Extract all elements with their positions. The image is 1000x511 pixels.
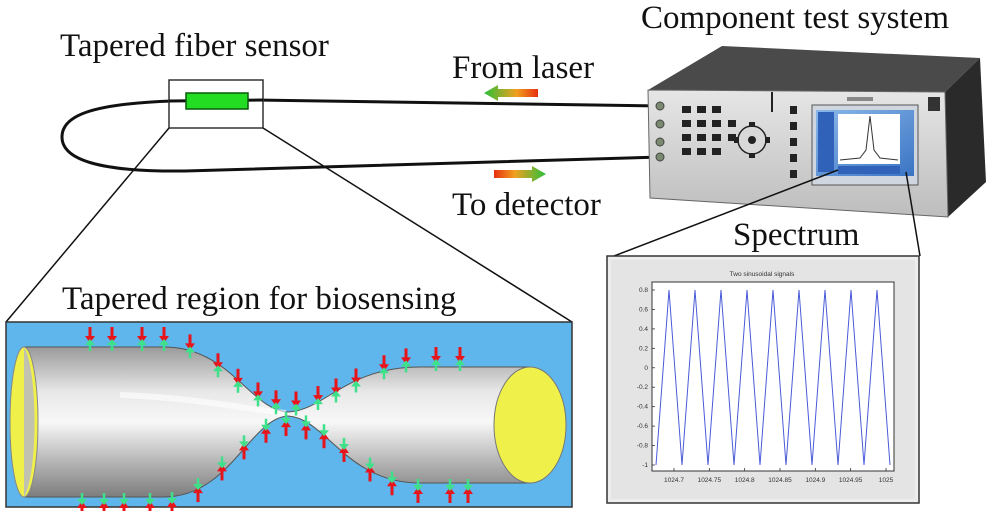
spectrum-panel: Two sinusoidal signals 0.8 0.6 0.4 0.2 0 -0.2…	[606, 255, 920, 504]
zoom-line-right	[262, 127, 573, 323]
biomolecule-arrow	[351, 368, 361, 393]
component-test-system-device	[647, 46, 986, 218]
x-tick-label: 1024.75	[698, 477, 722, 484]
y-tick-label: 0	[644, 365, 648, 372]
biomolecule-arrow	[445, 479, 455, 503]
biomolecule-arrow	[455, 347, 465, 371]
biomolecule-arrow	[271, 390, 281, 415]
biomolecule-arrow	[119, 493, 129, 511]
biomolecule-arrow	[167, 492, 177, 511]
spectrum-y-axis: 0.8 0.6 0.4 0.2 0 -0.2 -0.4 -0.6 -0.8 -1	[637, 287, 655, 469]
biomolecule-arrow	[463, 479, 473, 503]
biomolecule-arrow	[145, 493, 155, 511]
biomolecule-arrow	[107, 327, 117, 351]
biomolecule-arrow	[261, 418, 271, 443]
biomolecule-arrow	[217, 456, 227, 481]
biomolecule-arrow	[239, 435, 249, 460]
y-tick-label: 0.8	[639, 287, 648, 294]
x-tick-label: 1024.9	[805, 477, 825, 484]
spectrum-x-axis: 1024.7 1024.75 1024.8 1024.85 1024.9 1024.95 1…	[664, 468, 894, 484]
biomolecule-arrow	[319, 424, 329, 449]
biomolecule-arrow	[193, 478, 203, 503]
x-tick-label: 1024.85	[768, 477, 792, 484]
y-tick-label: -0.6	[637, 423, 649, 430]
biomolecule-arrow	[339, 437, 349, 462]
biomolecule-arrow	[331, 378, 341, 403]
tapered-region-panel	[5, 321, 573, 511]
from-laser-arrow	[484, 85, 538, 101]
biomolecule-arrow	[291, 391, 301, 416]
to-detector-arrow	[494, 166, 546, 182]
biomolecule-arrow	[365, 457, 375, 482]
biomolecule-arrow	[233, 368, 243, 393]
component-test-system-label: Component test system	[641, 0, 949, 36]
y-tick-label: -0.8	[637, 443, 649, 450]
y-tick-label: -1	[642, 462, 648, 469]
biomolecule-arrow	[301, 415, 311, 440]
biomolecule-arrows	[77, 327, 473, 511]
biomolecule-arrow	[387, 471, 397, 496]
y-tick-label: 0.6	[639, 306, 648, 313]
sensor-green-element	[185, 92, 249, 110]
tapered-region-label: Tapered region for biosensing	[62, 281, 457, 317]
biomolecule-arrow	[85, 327, 95, 351]
biomolecule-arrow	[77, 493, 87, 511]
biomolecule-arrow	[99, 493, 109, 511]
biomolecule-arrow	[431, 347, 441, 371]
spectrum-pointer-right	[905, 171, 921, 257]
y-tick-label: -0.2	[637, 384, 649, 391]
y-tick-label: 0.2	[639, 345, 648, 352]
biomolecule-arrow	[401, 348, 411, 373]
y-tick-label: 0.4	[639, 326, 648, 333]
to-detector-label: To detector	[452, 187, 601, 223]
spectrum-plot-title: Two sinusoidal signals	[730, 271, 795, 278]
spectrum-plot-area	[651, 281, 895, 472]
biomolecule-arrow	[313, 386, 323, 411]
tapered-fiber-sensor-label: Tapered fiber sensor	[60, 28, 329, 64]
spectrum-label: Spectrum	[733, 217, 860, 253]
biomolecule-arrow	[185, 334, 195, 359]
x-tick-label: 1024.95	[839, 477, 863, 484]
right-end-face	[493, 366, 567, 484]
spectrum-pointer-left	[613, 169, 839, 257]
biomolecule-arrow	[137, 327, 147, 351]
biomolecule-arrow	[159, 327, 169, 351]
biomolecule-arrow	[281, 412, 291, 437]
x-tick-label: 1024.7	[664, 477, 684, 484]
y-tick-label: -0.4	[637, 404, 649, 411]
tapered-fiber-body	[23, 346, 531, 498]
spectrum-trace	[655, 289, 891, 466]
from-laser-label: From laser	[452, 50, 594, 86]
x-tick-label: 1025	[879, 477, 894, 484]
zoom-line-left	[5, 127, 170, 323]
x-tick-label: 1024.8	[735, 477, 755, 484]
biomolecule-arrow	[413, 478, 423, 503]
biomolecule-arrow	[253, 382, 263, 407]
biomolecule-arrow	[213, 353, 223, 378]
biomolecule-arrow	[379, 355, 389, 380]
fiber-loop	[60, 98, 663, 173]
